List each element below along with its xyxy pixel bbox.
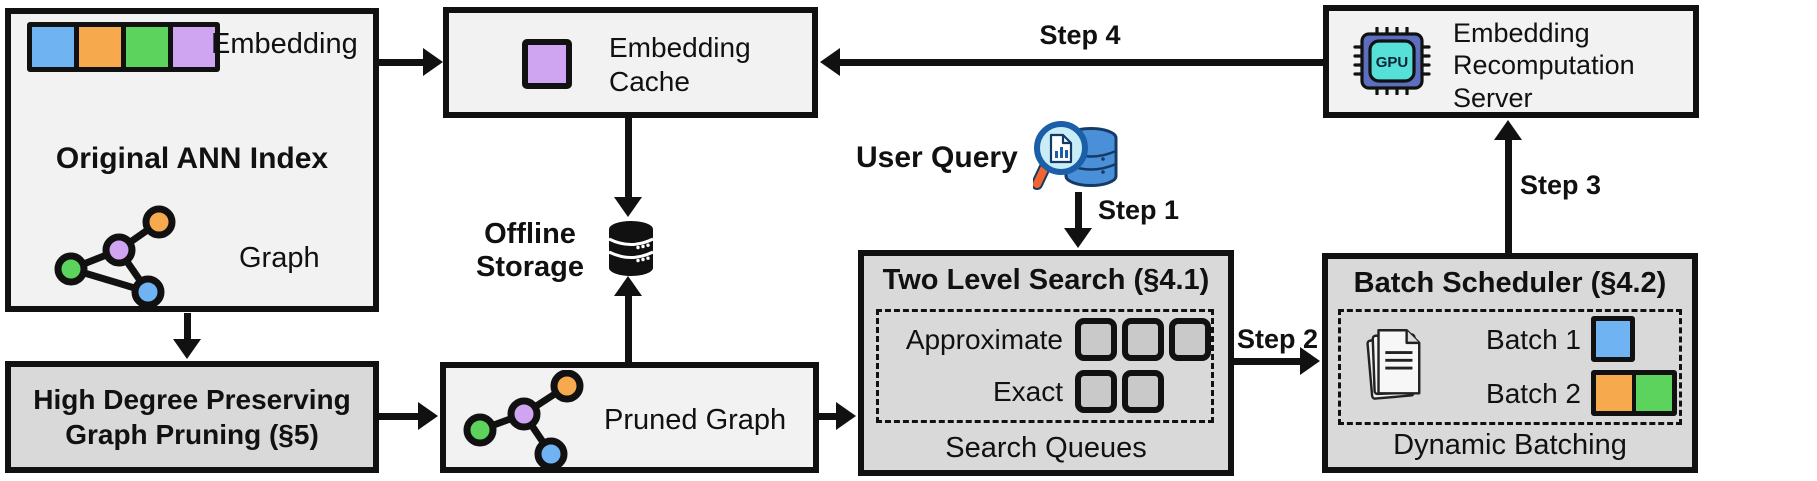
gpu-chip-icon: GPU <box>1353 27 1431 95</box>
batch1-square-blue <box>1591 316 1635 362</box>
approximate-queue-row: Approximate <box>879 318 1211 361</box>
graph-pruning-box: High Degree Preserving Graph Pruning (§5… <box>5 361 379 473</box>
embedding-label: Embedding <box>211 28 358 60</box>
step2-label: Step 2 <box>1236 324 1318 354</box>
embedding-cell-blue <box>32 27 74 67</box>
graph-label: Graph <box>239 242 320 274</box>
batch2-square-orange <box>1596 375 1632 411</box>
two-level-search-box: Two Level Search (§4.1) Approximate Exac… <box>858 250 1234 476</box>
exact-queue-slots <box>1075 370 1164 413</box>
batch-scheduler-title: Batch Scheduler (§4.2) <box>1353 267 1667 299</box>
approximate-queue-slots <box>1075 318 1211 361</box>
search-queues-caption: Search Queues <box>945 432 1147 464</box>
recomputation-server-box: GPU Embedding Recomputation Server <box>1323 5 1699 118</box>
embedding-vector-icon <box>27 22 220 72</box>
batch1-label: Batch 1 <box>1486 324 1581 355</box>
offline-storage-label: Offline Storage <box>476 218 584 284</box>
step4-label: Step 4 <box>1039 20 1121 50</box>
batch2-square-green <box>1636 375 1672 411</box>
pruned-graph-icon <box>463 370 584 470</box>
dynamic-batching-dashed-region: Batch 1 Batch 2 <box>1338 309 1682 425</box>
original-ann-index-box: Embedding Original ANN Index Graph <box>5 8 379 312</box>
cached-embedding-icon <box>522 39 572 89</box>
queue-slot <box>1075 370 1117 413</box>
approximate-label: Approximate <box>905 323 1063 355</box>
embedding-cell-orange <box>79 27 121 67</box>
embedding-cell-green <box>126 27 168 67</box>
gpu-text: GPU <box>1376 54 1409 71</box>
batch-scheduler-box: Batch Scheduler (§4.2) Batch 1 Batch 2 <box>1322 253 1698 473</box>
user-query-label: User Query <box>856 141 1018 174</box>
exact-queue-row: Exact <box>879 370 1211 413</box>
queue-slot <box>1122 318 1164 361</box>
step1-label: Step 1 <box>1098 195 1180 225</box>
embedding-cache-label: Embedding Cache <box>609 32 751 98</box>
pruned-graph-label: Pruned Graph <box>604 404 787 436</box>
batch2-squares <box>1591 370 1677 416</box>
queue-slot <box>1122 370 1164 413</box>
documents-stack-icon <box>1366 329 1421 400</box>
graph-icon <box>54 205 176 309</box>
offline-storage-database-icon <box>608 221 654 276</box>
exact-label: Exact <box>992 375 1063 407</box>
original-ann-index-title: Original ANN Index <box>55 142 329 175</box>
two-level-search-title: Two Level Search (§4.1) <box>882 264 1210 296</box>
graph-pruning-label: High Degree Preserving Graph Pruning (§5… <box>33 384 351 450</box>
step3-label: Step 3 <box>1520 170 1602 200</box>
queue-slot <box>1169 318 1211 361</box>
user-query-search-icon <box>1033 121 1118 190</box>
embedding-cell-purple <box>173 27 215 67</box>
recomputation-server-label: Embedding Recomputation Server <box>1453 18 1635 113</box>
search-queues-dashed-region: Approximate Exact <box>876 309 1214 423</box>
dynamic-batching-caption: Dynamic Batching <box>1393 429 1627 461</box>
batch2-label: Batch 2 <box>1486 378 1581 409</box>
pruned-graph-box: Pruned Graph <box>440 362 819 473</box>
embedding-cache-box: Embedding Cache <box>443 7 818 118</box>
queue-slot <box>1075 318 1117 361</box>
